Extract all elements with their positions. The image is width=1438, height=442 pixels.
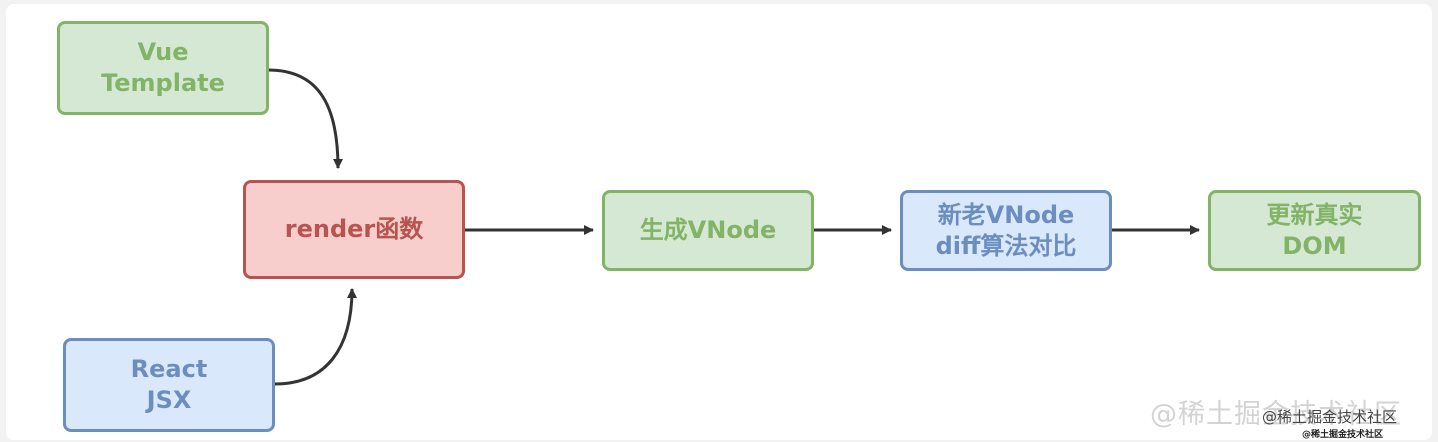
node-generate-vnode: 生成VNode (602, 190, 814, 271)
node-vnode-diff-label: 新老VNode diff算法对比 (935, 200, 1077, 260)
watermark-secondary: @稀土掘金技术社区 (1262, 408, 1398, 426)
node-react-jsx-label: React JSX (130, 355, 208, 414)
node-vue-template-label: Vue Template (101, 38, 225, 97)
node-render-function-label: render函数 (284, 215, 424, 243)
node-generate-vnode-label: 生成VNode (639, 216, 777, 244)
node-update-dom: 更新真实 DOM (1208, 190, 1421, 271)
node-update-dom-label: 更新真实 DOM (1266, 200, 1363, 260)
node-react-jsx: React JSX (63, 338, 275, 432)
node-vnode-diff: 新老VNode diff算法对比 (900, 190, 1112, 271)
node-render-function: render函数 (243, 180, 465, 279)
node-vue-template: Vue Template (57, 21, 269, 115)
watermark-small: @稀土掘金技术社区 (1302, 430, 1384, 440)
watermark-main: @稀土掘金技术社区 (1150, 399, 1402, 430)
